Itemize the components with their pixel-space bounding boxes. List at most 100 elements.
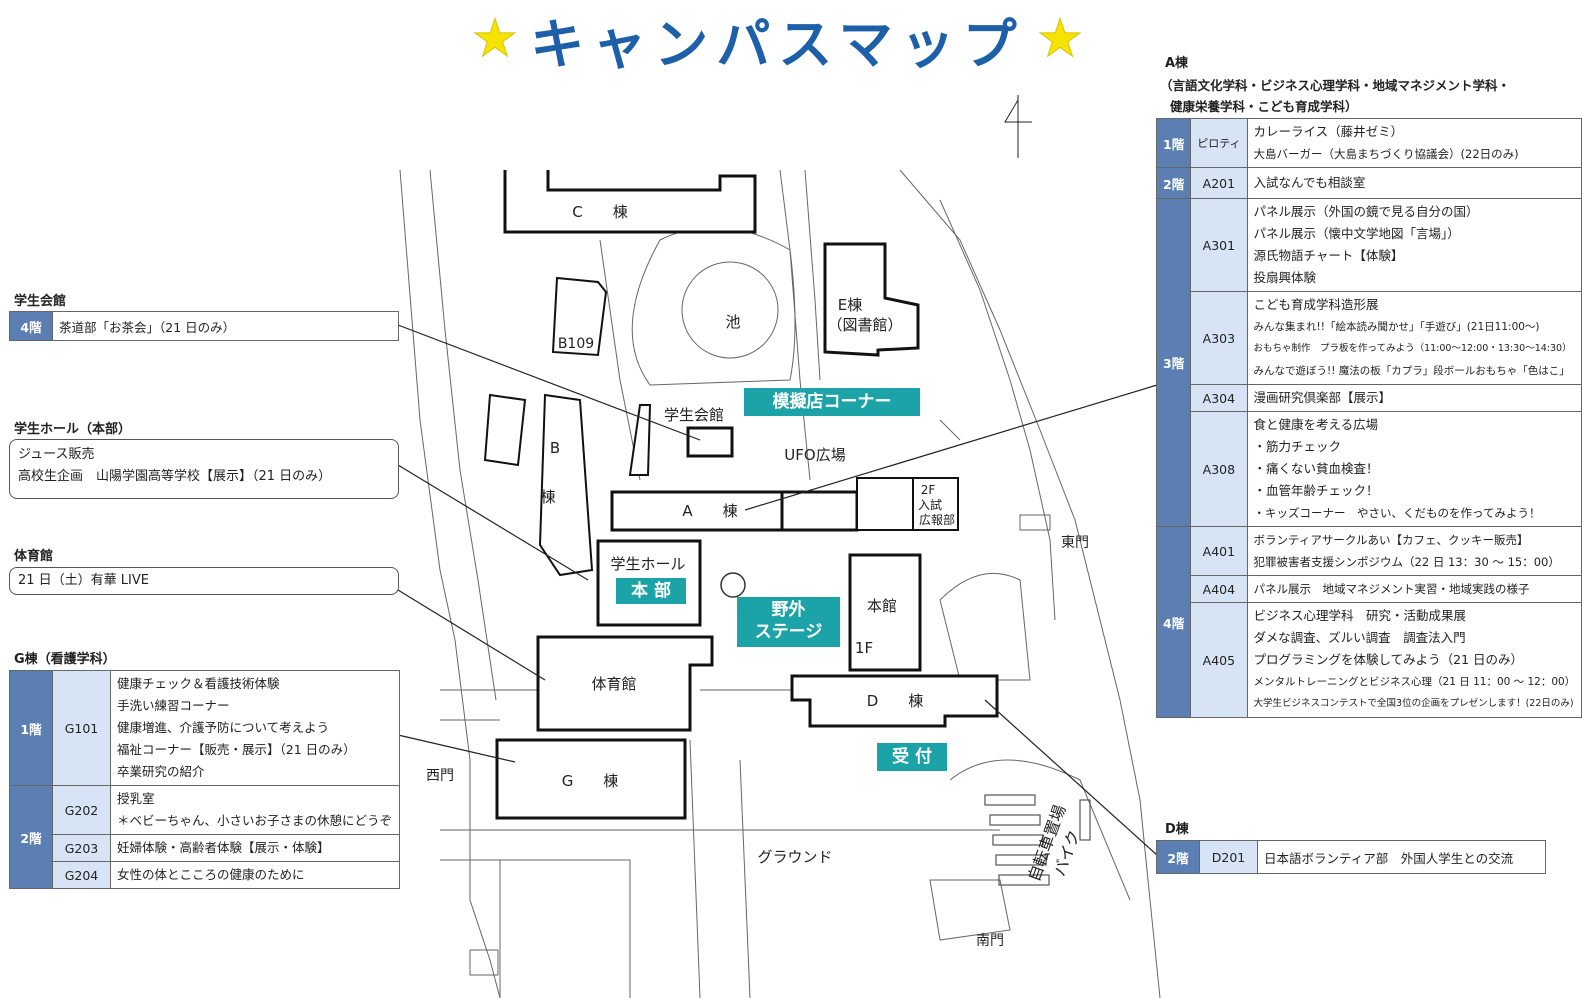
gakusei-hall-header: 学生ホール（本部） (14, 422, 132, 437)
event-text: 茶道部「お茶会」（21 日のみ） (52, 311, 399, 341)
label-a: A 棟 (682, 502, 737, 520)
d-header: D棟 (1165, 822, 1189, 837)
label-honkan: 本館 (867, 597, 897, 615)
a-header-sub1: （言語文化学科・ビジネス心理学科・地域マネジメント学科・ (1160, 78, 1511, 93)
road-south (689, 739, 751, 998)
label-d: D 棟 (867, 692, 924, 710)
event-line: 健康増進、介護予防について考えよう (117, 720, 330, 735)
event-line: パネル展示 地域マネジメント実習・地域実践の様子 (1253, 582, 1530, 596)
room-label: A304 (1190, 384, 1248, 412)
label-c: C 棟 (572, 203, 627, 221)
label-minamimon: 南門 (976, 933, 1004, 949)
bike-racks (984, 794, 1091, 886)
building-a-wing (856, 477, 914, 531)
room-label: ピロティ (1190, 118, 1248, 168)
north-arrow (1004, 95, 1032, 158)
label-gakusei-hall: 学生ホール (610, 555, 685, 573)
road-east-outer (899, 169, 1161, 998)
star-right-icon: ★ (1036, 9, 1084, 69)
ground-edge (499, 859, 631, 998)
building-nyushi (912, 477, 959, 531)
floor-label: 4階 (1155, 526, 1192, 718)
gakusei-hall-box: ジュース販売 高校生企画 山陽学園高等学校【展示】（21 日のみ） (9, 439, 399, 499)
room-events: 授乳室 ＊ベビーちゃん、小さいお子さまの休憩にどうぞ (110, 785, 400, 835)
floor-label: 4階 (9, 311, 53, 341)
g-header: G棟（看護学科） (14, 652, 116, 667)
building-a-east (780, 490, 859, 532)
g-table: 1階 G101 健康チェック＆看護技術体験 手洗い練習コーナー 健康増進、介護予… (9, 670, 400, 889)
path-ground (440, 829, 1000, 861)
label-higashimon: 東門 (1061, 535, 1089, 551)
a-header: A棟 (1165, 56, 1189, 71)
bike-area-road (949, 759, 1131, 901)
floor-label: 2階 (9, 785, 53, 889)
event-line: みんなで遊ぼう!! 魔法の板「カプラ」段ボールおもちゃ「色はこ」 (1253, 365, 1570, 377)
room-label: A308 (1190, 411, 1248, 527)
event-text: 高校生企画 山陽学園高等学校【展示】（21 日のみ） (18, 469, 332, 484)
room-label: G203 (52, 834, 111, 862)
room-label: G204 (52, 861, 111, 889)
event-line: パネル展示（懐中文学地図「言場」） (1253, 226, 1460, 241)
road-west-outer (399, 169, 501, 998)
a-header-sub2: 健康栄養学科・こども育成学科） (1170, 99, 1358, 114)
room-label: G202 (52, 785, 111, 835)
event-line: プログラミングを体験してみよう（21 日のみ） (1253, 652, 1524, 667)
label-uketsuke: 受 付 (877, 743, 947, 771)
event-line: ・筋力チェック (1253, 439, 1342, 454)
event-line: 健康チェック＆看護技術体験 (117, 676, 280, 691)
label-ground: グラウンド (757, 848, 832, 866)
star-left-icon: ★ (471, 9, 519, 69)
room-label: A301 (1190, 198, 1248, 292)
label-2f: 2F (921, 483, 936, 497)
building-g (495, 738, 687, 820)
event-line: 女性の体とこころの健康のために (117, 867, 305, 882)
label-b109: B109 (558, 336, 594, 352)
event-line: 食と健康を考える広場 (1253, 417, 1379, 432)
title-text: キャンパスマップ (530, 12, 1025, 76)
floor-label: 2階 (1155, 167, 1192, 199)
label-1f: 1F (855, 639, 873, 657)
label-b2: 棟 (540, 488, 555, 506)
east-lawn (939, 572, 1031, 681)
road-west-inner (429, 169, 497, 701)
room-events: 健康チェック＆看護技術体験 手洗い練習コーナー 健康増進、介護予防について考えよ… (110, 670, 400, 786)
event-line: 妊婦体験・高齢者体験【展示・体験】 (117, 840, 330, 855)
event-line: 大島バーガー（大島まちづくり協議会）(22日のみ) (1253, 147, 1519, 161)
event-line: 卒業研究の紹介 (117, 764, 205, 779)
event-line: 手洗い練習コーナー (117, 698, 230, 713)
label-nishimon: 西門 (426, 768, 454, 784)
room-label: A401 (1190, 526, 1248, 576)
event-line: 投扇興体験 (1253, 270, 1317, 285)
event-line: こども育成学科造形展 (1253, 297, 1379, 312)
room-label: A201 (1190, 167, 1248, 199)
room-label: A405 (1190, 602, 1248, 718)
event-line: ・痛くない貧血検査！ (1253, 461, 1379, 476)
label-yagai2: ステージ (754, 622, 823, 642)
event-line: 授乳室 (117, 791, 155, 806)
label-g: G 棟 (562, 772, 619, 790)
label-nyushi1: 入試 (918, 497, 942, 512)
pond (681, 261, 779, 359)
floor-label: 1階 (9, 670, 53, 786)
event-line: メンタルトレーニングとビジネス心理（21 日 11：00 ～ 12：00） (1253, 676, 1576, 688)
room-events: パネル展示（外国の鏡で見る自分の国） パネル展示（懐中文学地図「言場」） 源氏物… (1246, 198, 1582, 292)
building-honkan (848, 553, 922, 672)
event-line: ・血管年齢チェック！ (1253, 483, 1379, 498)
building-e (823, 242, 920, 357)
label-e2: （図書館） (827, 316, 902, 334)
building-d (790, 674, 999, 728)
label-taiikukan: 体育館 (591, 675, 636, 693)
label-gakusei-kaikan: 学生会館 (664, 406, 724, 424)
event-line: 入試なんでも相談室 (1253, 175, 1366, 190)
building-small-west (483, 393, 527, 467)
road-center2 (804, 169, 821, 381)
building-b (538, 393, 594, 577)
room-label: A303 (1190, 291, 1248, 385)
label-ufo: UFO広場 (784, 446, 845, 464)
event-line: おもちゃ制作 プラ板を作ってみよう（11:00～12:00・13:30～14:3… (1253, 343, 1572, 354)
room-label: A404 (1190, 575, 1248, 603)
room-events: 漫画研究倶楽部【展示】 (1246, 384, 1582, 412)
event-line: 大学生ビジネスコンテストで全国3位の企画をプレゼンします！(22日のみ) (1253, 698, 1574, 709)
path-gym (440, 689, 800, 721)
room-events: パネル展示 地域マネジメント実習・地域実践の様子 (1246, 575, 1582, 603)
